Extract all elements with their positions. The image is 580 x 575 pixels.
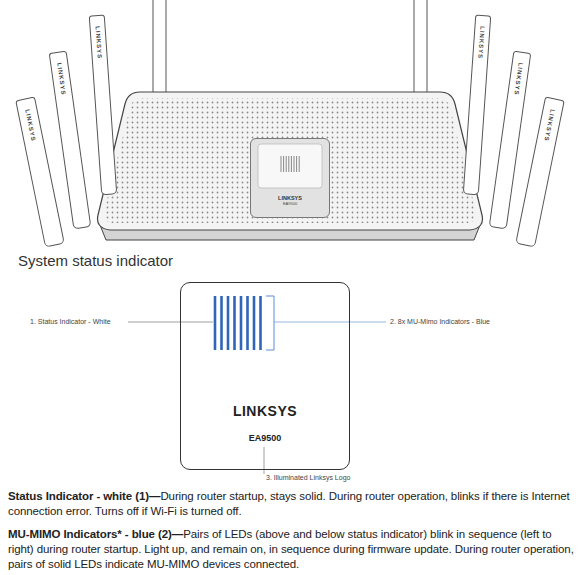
panel-text: EA9500 [249,433,282,443]
led-bar [233,296,236,350]
description-lead: MU-MIMO Indicators* - blue (2)— [8,528,183,540]
led-bar [246,296,249,350]
description-paragraph: Status Indicator - white (1)—During rout… [8,489,574,519]
led-bar [288,156,289,172]
led-bar [227,296,230,350]
antenna-logo: LINKSYS [513,62,524,96]
rear-antenna [153,0,166,100]
antenna: LINKSYS [515,97,565,248]
led-bar [299,156,300,172]
description-paragraph: MU-MIMO Indicators* - blue (2)—Pairs of … [8,527,574,572]
description-lead: Status Indicator - white (1)— [8,490,160,502]
panel-text: LINKSYS [278,195,302,201]
leader-line [128,322,213,323]
led-bar [253,296,256,350]
router-body [98,92,483,230]
panel-led-bars [281,156,299,172]
antenna-logo: LINKSYS [477,26,485,59]
led-bar [283,156,284,172]
callout-label: 2. 8x MU-Mimo Indicators - Blue [390,318,490,325]
led-bar [259,296,262,350]
section-heading: System status indicator [18,252,173,269]
led-bar [291,156,292,172]
led-bar [220,296,223,350]
status-panel: LINKSYS EA9500 [180,282,350,470]
callout-label: 1. Status Indicator - White [30,318,111,325]
led-bar [294,156,295,172]
mu-mimo-leds [215,296,261,350]
rear-antenna [414,0,427,100]
panel-text: EA9500 [283,201,297,206]
antenna: LINKSYS [463,15,492,196]
panel-window [258,144,322,188]
vent-grille [104,98,477,223]
front-panel: LINKSYSEA9500 [250,138,330,218]
status-panel-face [180,282,350,470]
led-bar [286,156,287,172]
led-bar [281,156,282,172]
panel-text: LINKSYS [233,403,297,419]
led-bar [296,156,297,172]
leader-line [274,322,386,323]
antenna-logo: LINKSYS [56,62,67,96]
antenna: LINKSYS [89,15,118,196]
panel-face [250,138,330,218]
antenna-logo: LINKSYS [94,26,102,59]
led-bar [240,296,243,350]
led-bar [214,296,217,350]
antenna-logo: LINKSYS [24,109,36,143]
antenna-logo: LINKSYS [543,109,555,143]
led-bracket [266,296,274,350]
callout-label: 3. Illuminated Linksys Logo [266,474,350,481]
